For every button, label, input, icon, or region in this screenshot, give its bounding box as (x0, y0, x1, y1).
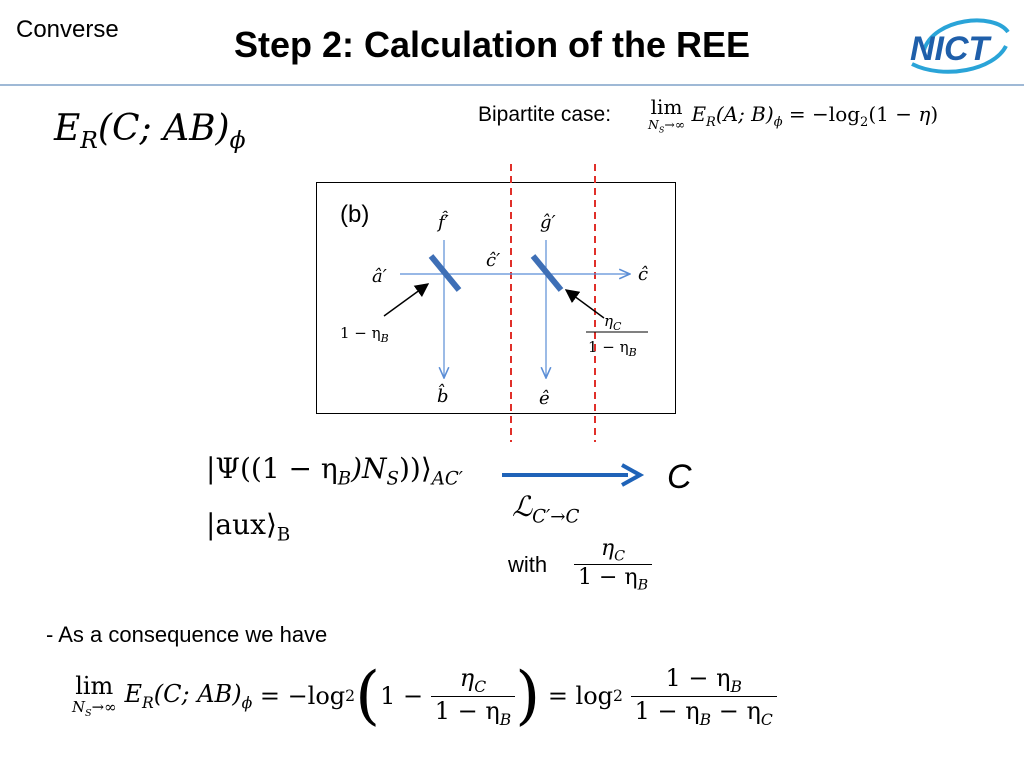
consequence-text: - As a consequence we have (46, 622, 328, 647)
with-fraction: ηC 1 − ηB (574, 536, 653, 594)
diagram-drawing: (b) â′ f̂′ ĉ′ ĝ′ ĉ b̂ ê 1 − ηB ηC 1 − ηB (340, 164, 648, 442)
label-c-prime: ĉ′ (486, 250, 500, 271)
beam-splitter-1 (428, 254, 462, 292)
beam-splitter-2 (530, 254, 564, 292)
with-label: with (508, 552, 548, 577)
panel-label: (b) (340, 201, 369, 228)
label-bs1-transmissivity: 1 − ηB (340, 324, 389, 345)
channel-arrow (502, 463, 645, 487)
bipartite-label: Bipartite case: (478, 103, 612, 126)
label-a-prime: â′ (372, 266, 387, 287)
label-bs2-denominator: 1 − ηB (588, 338, 637, 359)
slide-title: Step 2: Calculation of the REE (234, 24, 751, 65)
state-aux: |aux⟩B (206, 508, 291, 546)
label-g-prime: ĝ′ (540, 212, 556, 233)
label-f-prime: f̂′ (436, 210, 449, 233)
logo-wordmark: NICT (910, 30, 993, 68)
channel-label: ℒC′→C (512, 490, 580, 528)
pointer-arrow-1 (383, 283, 430, 317)
label-c-hat: ĉ (638, 264, 648, 285)
label-bs2-numerator: ηC (604, 312, 622, 333)
main-equation: ER(C; AB)ϕ (54, 108, 246, 155)
nict-logo: NICT (910, 18, 1010, 74)
label-e-hat: ê (539, 388, 550, 409)
state-psi: |Ψ((1 − ηB)NS))⟩AC′ (206, 452, 463, 490)
header-label: Converse (16, 16, 119, 43)
header-divider (0, 84, 1024, 86)
output-mode-c: C (667, 458, 692, 496)
label-b-hat: b̂ (437, 382, 449, 407)
beam-splitter-diagram (316, 182, 676, 414)
pointer-arrow-2 (564, 289, 605, 319)
